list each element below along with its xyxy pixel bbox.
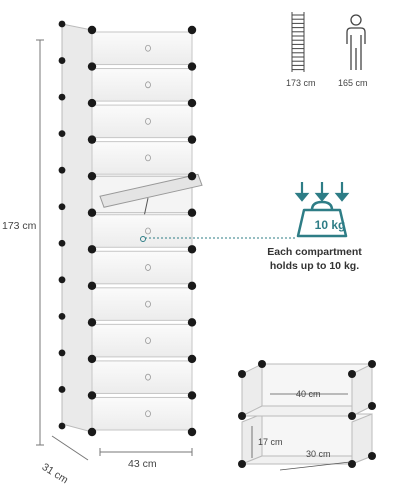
connector-left [87, 245, 97, 254]
connector-left [87, 208, 97, 217]
door-handle-hole [145, 81, 151, 89]
connector-right [187, 208, 197, 217]
person-height-label: 165 cm [338, 78, 368, 88]
door-handle-hole [145, 117, 151, 125]
connector-right [187, 25, 197, 35]
height-dimension-line [36, 39, 44, 446]
connector-back [58, 130, 66, 138]
door-prop-rod [143, 198, 149, 217]
caption-line-2: holds up to 10 kg. [269, 260, 360, 272]
connector-left [87, 281, 97, 291]
compartment-door [91, 141, 193, 175]
open-door-panel [99, 173, 203, 208]
connector-back [58, 166, 66, 174]
module-detail-illustration [238, 360, 376, 471]
door-handle-hole [145, 154, 151, 162]
ladder-height-label: 173 cm [286, 78, 316, 88]
connector-right [187, 135, 197, 144]
connector-back [58, 203, 66, 211]
scale-comparison [291, 12, 366, 72]
door-handle-hole [145, 373, 151, 381]
cabinet-height-label: 173 cm [2, 220, 37, 232]
compartment-door [91, 31, 193, 66]
door-handle-hole [145, 264, 151, 271]
module-depth-label: 30 cm [306, 449, 331, 459]
caption-line-1: Each compartment [267, 246, 362, 258]
connector-left [87, 62, 97, 71]
connector-back [58, 239, 66, 247]
connector-right [187, 245, 197, 254]
connector-right [187, 62, 197, 71]
compartment-door [91, 68, 193, 102]
connector-left [87, 354, 97, 364]
connector-right [187, 391, 197, 400]
connector-back [58, 20, 66, 28]
door-handle-hole [145, 44, 151, 52]
connector-right [187, 171, 197, 181]
depth-dimension-line [51, 435, 89, 461]
ladder-icon [291, 12, 305, 72]
connector-left [87, 98, 97, 108]
cabinet-width-label: 43 cm [128, 458, 157, 470]
module-width-label: 40 cm [296, 389, 321, 399]
connector-left [87, 427, 97, 437]
compartment-door [91, 360, 193, 394]
connector-right [187, 354, 197, 364]
compartment-door [91, 104, 193, 139]
compartment-door [91, 287, 193, 321]
connector-right [187, 427, 197, 437]
connector-left [87, 391, 97, 400]
module-height-label: 17 cm [258, 437, 283, 447]
connector-back [58, 422, 66, 430]
person-icon [346, 14, 366, 70]
connector-back [58, 276, 66, 284]
load-caption: Each compartment holds up to 10 kg. [252, 245, 377, 273]
connector-back [58, 57, 66, 64]
door-handle-hole [145, 227, 151, 235]
connector-right [187, 281, 197, 291]
connector-left [87, 135, 97, 144]
connector-left [87, 318, 97, 327]
door-handle-hole [145, 410, 151, 418]
compartment-door [91, 214, 193, 248]
compartment-door [91, 323, 193, 358]
door-handle-hole [145, 337, 151, 345]
compartment-door [91, 250, 193, 285]
connector-back [58, 93, 66, 101]
weight-label: 10 kg [314, 218, 346, 232]
compartment-door [91, 396, 193, 431]
connector-left [87, 25, 97, 35]
connector-back [58, 386, 66, 393]
width-dimension-line [99, 448, 193, 456]
connector-left [87, 171, 97, 181]
connector-back [58, 349, 66, 357]
cabinet-body [58, 20, 203, 437]
door-handle-hole [145, 300, 151, 308]
connector-back [58, 312, 66, 320]
connector-right [187, 318, 197, 327]
connector-right [187, 98, 197, 108]
